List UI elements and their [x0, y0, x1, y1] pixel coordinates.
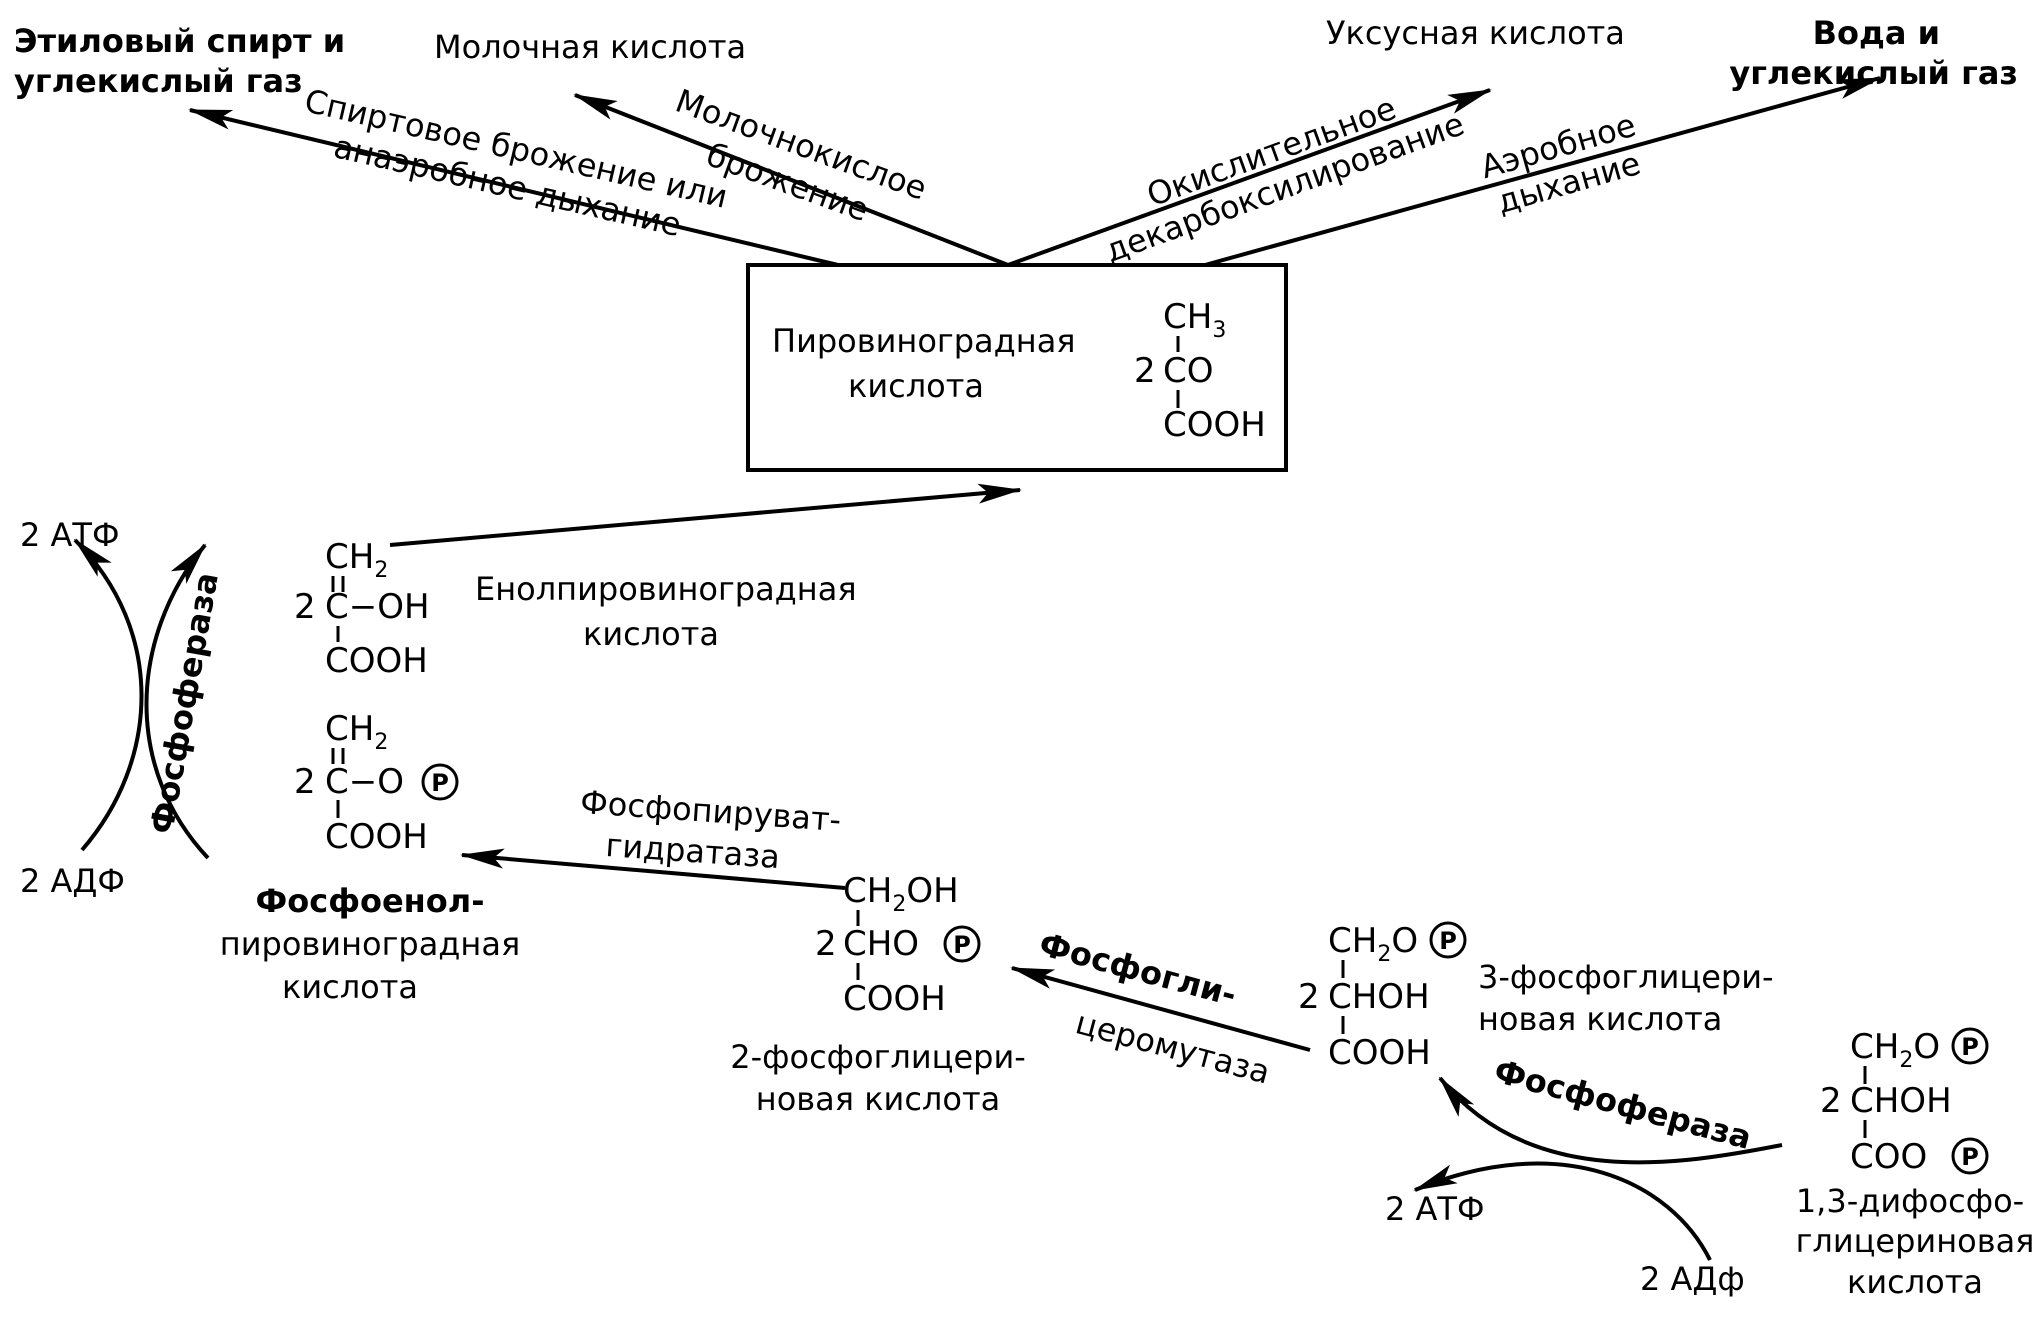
- bpg-chohh: CHOH: [1850, 1081, 1952, 1121]
- pg2-coef: 2: [815, 924, 837, 964]
- bpg-phosphate-label-1: P: [1961, 1033, 1979, 1061]
- pg3-ch2o: CH2O: [1328, 921, 1418, 967]
- pep-coef: 2: [294, 762, 316, 802]
- bpg-name-line3: кислота: [1847, 1263, 1983, 1301]
- product-lactic-acid: Молочная кислота: [434, 28, 746, 66]
- enzyme-phosphotransferase-right: Фосфофераза: [1490, 1052, 1755, 1157]
- pep-ch2: CH2: [325, 709, 388, 755]
- arrow-to-acetic: [1007, 88, 1492, 267]
- arrow-adp-to-atp-right: [1413, 1161, 1712, 1261]
- enol-cooh: COOH: [325, 641, 428, 681]
- arrow-3pg-to-2pg: [1010, 966, 1311, 1052]
- bpg-ch2o: CH2O: [1850, 1027, 1940, 1073]
- enzyme-phosphoglyceromutase-line2: церомутаза: [1072, 1003, 1274, 1091]
- pg2-phosphate-label: P: [953, 931, 971, 959]
- arrow-enol-to-pyruvate: [389, 483, 1022, 547]
- pg2-name-line2: новая кислота: [756, 1080, 1000, 1118]
- pep-phosphate-circle: [421, 763, 459, 801]
- enol-c-oh: C−OH: [325, 587, 430, 627]
- enzyme-phosphotransferase-left-label: Фосфофераза: [142, 570, 225, 837]
- process-oxidative: Окислительное декарбоксилирование: [1100, 89, 1469, 270]
- arrow-to-lactic: [573, 93, 1009, 267]
- enzyme-phosphotransferase-left: Фосфофераза: [142, 570, 225, 837]
- pyruvate-ch3: CH3: [1163, 297, 1226, 343]
- pg3-phosphate-circle: [1429, 921, 1467, 959]
- pyruvate-cooh: COOH: [1163, 405, 1266, 445]
- pep-name-line3: кислота: [282, 968, 418, 1006]
- pg3-chohh: CHOH: [1328, 977, 1430, 1017]
- product-ethanol: Этиловый спирт и углекислый газ: [14, 22, 345, 100]
- product-water-line1: Вода и: [1813, 14, 1940, 52]
- pyruvate-formula: CH3 2 CO COOH: [1134, 297, 1266, 445]
- pep-formula: CH2 2 C−O P COOH: [294, 709, 459, 857]
- product-water-line2: углекислый газ: [1729, 54, 2018, 92]
- pyruvate-name-line2: кислота: [848, 367, 984, 405]
- arrow-2pg-to-pep: [460, 848, 846, 890]
- bpg-coo: COO: [1850, 1137, 1927, 1177]
- pep-phosphate-label: P: [431, 769, 449, 797]
- arrow-to-water: [1204, 76, 1882, 267]
- atp-right: 2 АТФ: [1385, 1190, 1485, 1228]
- enol-ch2: CH2: [325, 537, 388, 583]
- enolpyruvate-name-line1: Енолпировиноградная: [475, 570, 857, 608]
- process-alcoholic: Спиртовое брожение или анаэробное дыхани…: [301, 82, 731, 245]
- product-water-co2: Вода и углекислый газ: [1729, 14, 2018, 92]
- pyruvate-coef: 2: [1134, 351, 1156, 391]
- pg2-phosphate-circle: [943, 925, 981, 963]
- pg2-formula: CH2OH 2 CHO P COOH: [815, 871, 981, 1019]
- pyruvate-box: [746, 263, 1288, 472]
- bpg-coef: 2: [1820, 1081, 1842, 1121]
- enzyme-phosphoglyceromutase-line1: Фосфогли-: [1035, 925, 1240, 1014]
- pep-c-o: C−O: [325, 762, 404, 802]
- pg3-name-line1: 3-фосфоглицери-: [1478, 958, 1774, 996]
- enolpyruvate-formula: CH2 2 C−OH COOH: [294, 537, 430, 681]
- atp-left: 2 АТФ: [20, 516, 120, 554]
- arrow-bpg-to-3pg: [1438, 1076, 1783, 1165]
- bpg-phosphate-label-2: P: [1961, 1143, 1979, 1171]
- pyruvate-name-line1: Пировиноградная: [772, 322, 1076, 360]
- adp-left: 2 АДФ: [20, 862, 125, 900]
- pep-cooh: COOH: [325, 817, 428, 857]
- product-acetic-acid: Уксусная кислота: [1326, 14, 1625, 52]
- product-ethanol-line2: углекислый газ: [14, 62, 303, 100]
- pyruvate-co: CO: [1163, 351, 1214, 391]
- enol-coef: 2: [294, 587, 316, 627]
- pg2-name-line1: 2-фосфоглицери-: [730, 1038, 1026, 1076]
- bpg-phosphate-circle-2: [1951, 1137, 1989, 1175]
- pg2-ch2oh: CH2OH: [843, 871, 959, 917]
- process-aerobic: Аэробное дыхание: [1476, 106, 1644, 221]
- arrow-adp-to-atp-left: [73, 538, 144, 852]
- pep-name: Фосфоенол- пировиноградная кислота: [220, 882, 520, 1006]
- pg3-formula: CH2O P 2 CHOH COOH: [1298, 921, 1467, 1073]
- pg3-cooh: COOH: [1328, 1033, 1431, 1073]
- bpg-phosphate-circle-1: [1951, 1027, 1989, 1065]
- pg3-name-line2: новая кислота: [1478, 1000, 1722, 1038]
- bpg-name-line2: глицериновая: [1796, 1222, 2034, 1260]
- bpg-formula: CH2O P 2 CHOH COO P: [1820, 1027, 1989, 1177]
- pep-name-line1: Фосфоенол-: [256, 882, 485, 920]
- pg2-cho: CHO: [843, 924, 919, 964]
- pg3-phosphate-label: P: [1439, 927, 1457, 955]
- product-ethanol-line1: Этиловый спирт и: [14, 22, 345, 60]
- arrow-phosphotransferase-left: [144, 543, 210, 860]
- enzyme-phosphopyruvate: Фосфопируват- гидратаза: [579, 783, 842, 876]
- pg3-coef: 2: [1298, 977, 1320, 1017]
- enolpyruvate-name-line2: кислота: [583, 615, 719, 653]
- enzyme-phosphotransferase-right-label: Фосфофераза: [1490, 1052, 1755, 1157]
- arrow-to-ethanol: [188, 108, 839, 267]
- adp-right: 2 АДф: [1640, 1260, 1745, 1298]
- bpg-name-line1: 1,3-дифосфо-: [1796, 1182, 2024, 1220]
- pg2-cooh: COOH: [843, 979, 946, 1019]
- pep-name-line2: пировиноградная: [220, 925, 520, 963]
